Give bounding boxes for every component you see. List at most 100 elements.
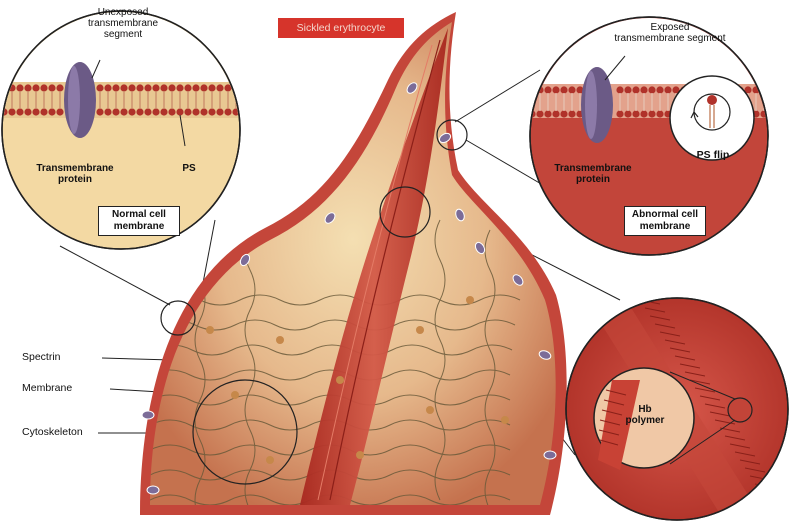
hb-polymer-label-line2: polymer bbox=[618, 415, 672, 426]
lipid-head bbox=[128, 84, 135, 91]
diagram-title: Sickled erythrocyte bbox=[278, 18, 404, 38]
ps-flip-circle bbox=[670, 76, 754, 160]
lipid-head bbox=[216, 108, 223, 115]
lipid-head bbox=[24, 108, 31, 115]
lipid-head bbox=[560, 110, 567, 117]
lipid-head bbox=[544, 86, 551, 93]
lipid-head bbox=[144, 108, 151, 115]
lipid-head bbox=[664, 86, 671, 93]
spectrin-callout: Spectrin bbox=[22, 352, 102, 363]
lipid-head bbox=[544, 110, 551, 117]
normal-membrane-box-line2: membrane bbox=[102, 221, 176, 233]
lipid-head bbox=[640, 86, 647, 93]
lipid-head bbox=[48, 108, 55, 115]
lipid-head bbox=[200, 84, 207, 91]
lipid-head bbox=[176, 84, 183, 91]
left-protein-label-line1: Transmembrane bbox=[30, 163, 120, 174]
lipid-head bbox=[568, 86, 575, 93]
lipid-head bbox=[648, 110, 655, 117]
lipid-head bbox=[168, 84, 175, 91]
lipid-head bbox=[144, 84, 151, 91]
lipid-head bbox=[152, 84, 159, 91]
lipid-head bbox=[56, 84, 63, 91]
left-protein-label-line2: protein bbox=[30, 174, 120, 185]
lipid-head bbox=[160, 84, 167, 91]
lipid-head bbox=[656, 86, 663, 93]
left-protein-label: Transmembrane protein bbox=[30, 163, 120, 185]
left-segment-label-line2: transmembrane bbox=[78, 18, 168, 29]
lipid-head bbox=[624, 110, 631, 117]
lipid-head bbox=[184, 108, 191, 115]
lipid-head bbox=[616, 110, 623, 117]
lipid-head bbox=[0, 84, 7, 91]
lipid-head bbox=[112, 84, 119, 91]
lipid-head bbox=[184, 84, 191, 91]
lipid-head bbox=[648, 86, 655, 93]
lipid-head bbox=[16, 84, 23, 91]
hb-polymer-label-line1: Hb bbox=[618, 404, 672, 415]
lipid-head bbox=[632, 86, 639, 93]
lipid-head bbox=[528, 86, 535, 93]
lipid-head bbox=[104, 108, 111, 115]
lipid-head bbox=[656, 110, 663, 117]
lipid-head bbox=[168, 108, 175, 115]
membrane-callout: Membrane bbox=[22, 383, 112, 394]
lipid-head bbox=[632, 110, 639, 117]
polymer-source-circle bbox=[728, 398, 752, 422]
lipid-head bbox=[96, 84, 103, 91]
lipid-head bbox=[176, 108, 183, 115]
lipid-head bbox=[624, 86, 631, 93]
lipid-head bbox=[152, 108, 159, 115]
right-segment-label-line1: Exposed bbox=[590, 22, 750, 33]
polymer-stripe bbox=[770, 508, 790, 512]
normal-membrane-box: Normal cell membrane bbox=[98, 206, 180, 236]
lipid-head bbox=[552, 110, 559, 117]
polymer-stripe bbox=[765, 500, 785, 504]
polymer-inset bbox=[560, 290, 792, 523]
lipid-head bbox=[208, 108, 215, 115]
right-protein-label: Transmembrane protein bbox=[548, 163, 638, 185]
lipid-head bbox=[192, 84, 199, 91]
lipid-head bbox=[40, 84, 47, 91]
lipid-head bbox=[24, 84, 31, 91]
abnormal-membrane-box-line2: membrane bbox=[628, 221, 702, 233]
lipid-head bbox=[136, 84, 143, 91]
right-protein-label-line1: Transmembrane bbox=[548, 163, 638, 174]
normal-membrane-box-line1: Normal cell bbox=[102, 209, 176, 221]
lipid-head bbox=[160, 108, 167, 115]
lipid-head bbox=[200, 108, 207, 115]
lipid-head bbox=[48, 84, 55, 91]
hb-polymer-label: Hb polymer bbox=[618, 404, 672, 426]
lipid-head bbox=[760, 86, 767, 93]
left-segment-label-line3: segment bbox=[78, 29, 168, 40]
left-segment-label-line1: Unexposed bbox=[78, 7, 168, 18]
abnormal-membrane-box: Abnormal cell membrane bbox=[624, 206, 706, 236]
lipid-head bbox=[192, 108, 199, 115]
right-segment-label-line2: transmembrane segment bbox=[590, 33, 750, 44]
lipid-head bbox=[536, 110, 543, 117]
lipid-head bbox=[112, 108, 119, 115]
lipid-head bbox=[96, 108, 103, 115]
ps-flip-label: PS flip bbox=[690, 150, 736, 161]
lipid-head bbox=[40, 108, 47, 115]
lipid-head bbox=[32, 84, 39, 91]
lipid-head bbox=[120, 84, 127, 91]
lipid-head bbox=[8, 108, 15, 115]
lipid-head bbox=[616, 86, 623, 93]
lipid-head bbox=[216, 84, 223, 91]
ps-label: PS bbox=[174, 163, 204, 174]
lipid-head bbox=[552, 86, 559, 93]
polymer-stripe bbox=[775, 516, 792, 520]
lipid-head bbox=[560, 86, 567, 93]
cytoskeleton-callout: Cytoskeleton bbox=[22, 427, 112, 438]
lipid-head bbox=[32, 108, 39, 115]
right-segment-label: Exposed transmembrane segment bbox=[590, 22, 750, 44]
lipid-head bbox=[56, 108, 63, 115]
lipid-head bbox=[568, 110, 575, 117]
lipid-head bbox=[16, 108, 23, 115]
lipid-head bbox=[640, 110, 647, 117]
lipid-head bbox=[104, 84, 111, 91]
lipid-head bbox=[128, 108, 135, 115]
lipid-head bbox=[208, 84, 215, 91]
